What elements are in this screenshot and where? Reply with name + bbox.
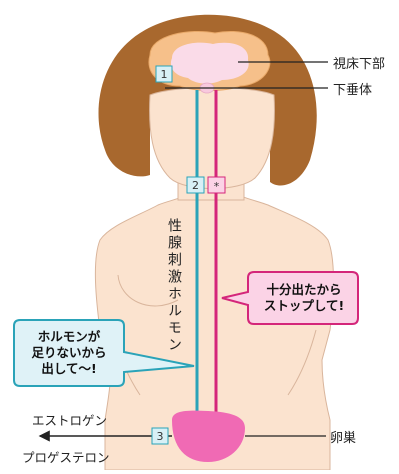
label-gonadotropin: 性腺刺激ホルモン [164,218,184,354]
svg-text:2: 2 [192,179,199,192]
label-estrogen: エストロゲン [32,410,107,429]
label-progesterone: プロゲステロン [22,447,110,466]
label-hypothalamus: 視床下部 [333,53,385,72]
marker-1: 1 [156,66,172,82]
release-bubble-text: ホルモンが 足りないから 出して～! [16,329,122,377]
face [150,88,275,189]
marker-3: 3 [152,428,168,444]
svg-text:*: * [214,180,220,193]
label-ovary: 卵巣 [330,427,356,446]
stop-bubble-text: 十分出たから ストップして! [252,282,356,314]
marker-star: * [208,177,225,193]
label-pituitary: 下垂体 [333,79,372,98]
svg-text:1: 1 [161,68,168,81]
marker-2: 2 [187,177,204,193]
svg-text:3: 3 [157,430,164,443]
